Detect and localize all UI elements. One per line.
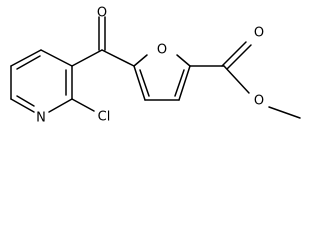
bond-c4-c5 (10, 49, 42, 67)
bond-ester-co-a (221, 41, 247, 67)
bond-c2f-c3f-inner (174, 69, 185, 97)
bond-c4f-c5f-inner (139, 69, 150, 97)
furan-ring (133, 54, 191, 101)
bond-ester-co-b (226, 44, 252, 70)
ketone-group (71, 16, 135, 67)
pyridine-nitrogen-label: N (36, 111, 46, 126)
ester-carbonyl-oxygen-label: O (254, 26, 264, 41)
bond-ester-c-o (223, 65, 250, 94)
bond-c4-c5-inner (16, 55, 41, 70)
chlorine-label: Cl (98, 110, 111, 125)
bond-c2f-c3f (178, 65, 191, 101)
carbonyl-oxygen-label: O (97, 6, 107, 21)
furan-oxygen-label: O (157, 43, 167, 58)
pyridine-ring (10, 49, 73, 113)
ester-oxygen-label: O (254, 94, 264, 109)
bond-o-methyl (268, 106, 301, 119)
bond-c3-c4 (40, 49, 73, 67)
bond-n1-c2 (48, 98, 73, 113)
bond-c2-cl (71, 98, 95, 112)
bond-c6-n1-inner (16, 95, 35, 107)
bond-c6-n1 (10, 98, 35, 113)
bond-carbonyl-furan (101, 49, 135, 67)
ester-group (189, 41, 301, 119)
bond-c4f-c5f (133, 65, 146, 101)
bond-c5f-of (133, 54, 148, 67)
molecule-structure: O O O O N Cl (10, 6, 301, 126)
bond-c3-carbonyl (71, 49, 103, 67)
bond-of-c2f (176, 54, 191, 67)
